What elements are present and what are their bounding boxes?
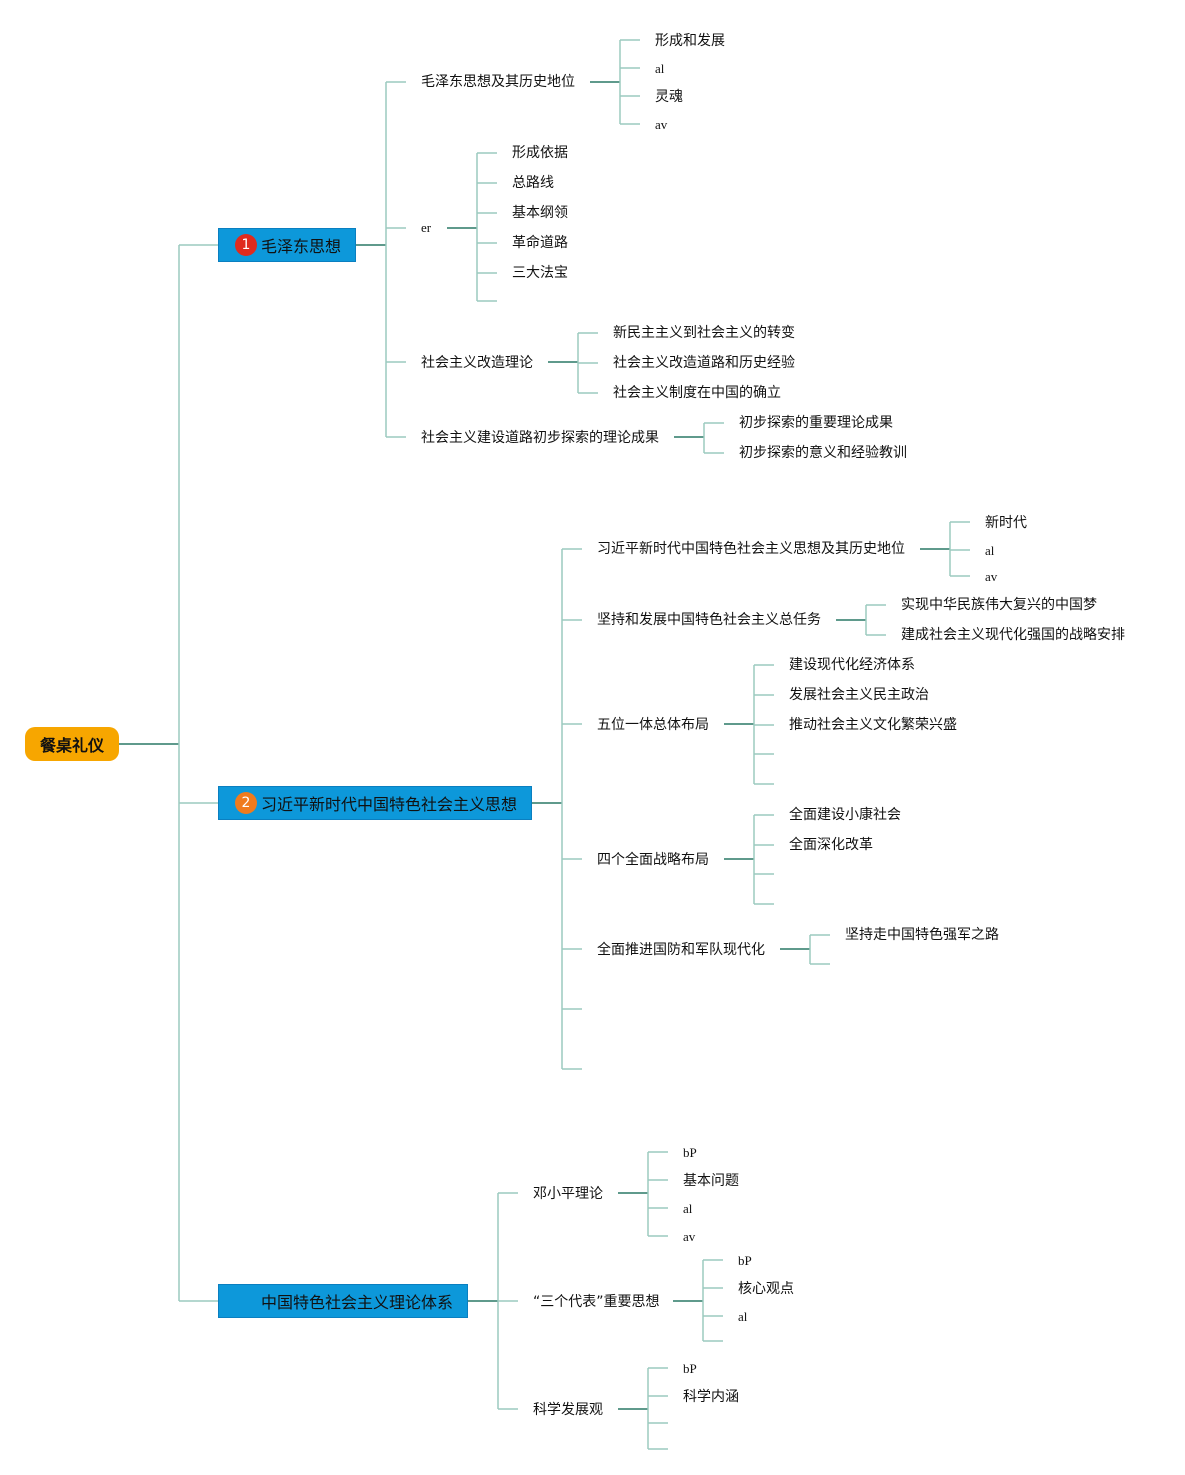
leaf-label[interactable]: 三大法宝 — [512, 265, 568, 281]
leaf-label[interactable]: 新时代 — [985, 515, 1027, 531]
leaf-label[interactable]: 全面建设小康社会 — [789, 807, 901, 823]
branch-node-theory-system[interactable]: 中国特色社会主义理论体系 — [218, 1284, 468, 1318]
branch-label: 毛泽东思想 — [261, 237, 342, 256]
leaf-label[interactable]: 建成社会主义现代化强国的战略安排 — [901, 627, 1125, 643]
branch-label: 习近平新时代中国特色社会主义思想 — [261, 795, 518, 814]
leaf-label[interactable]: av — [683, 1229, 696, 1244]
leaf-label[interactable]: 发展社会主义民主政治 — [789, 687, 929, 703]
topic-label[interactable]: 社会主义改造理论 — [421, 355, 533, 371]
topic-label[interactable]: 社会主义建设道路初步探索的理论成果 — [421, 430, 659, 446]
leaf-label[interactable]: 基本问题 — [683, 1173, 739, 1189]
priority-1-badge: 1 — [235, 234, 257, 256]
leaf-label[interactable]: av — [985, 569, 998, 584]
leaf-label[interactable]: 初步探索的意义和经验教训 — [739, 445, 907, 461]
leaf-label[interactable]: bP — [683, 1145, 697, 1160]
branch-node-xi[interactable]: 2 习近平新时代中国特色社会主义思想 — [218, 786, 532, 820]
leaf-label[interactable]: al — [985, 543, 995, 558]
root-node[interactable]: 餐桌礼仪 — [25, 727, 119, 761]
topic-label[interactable]: 坚持和发展中国特色社会主义总任务 — [597, 612, 821, 628]
topic-label[interactable]: 四个全面战略布局 — [597, 852, 709, 868]
topic-label[interactable]: 习近平新时代中国特色社会主义思想及其历史地位 — [597, 541, 905, 557]
leaf-label[interactable]: 新民主主义到社会主义的转变 — [613, 325, 795, 341]
leaf-label[interactable]: 全面深化改革 — [789, 837, 873, 853]
leaf-label[interactable]: 基本纲领 — [512, 205, 568, 221]
leaf-label[interactable]: 科学内涵 — [683, 1389, 739, 1405]
leaf-label[interactable]: bP — [683, 1361, 697, 1376]
topic-label[interactable]: “三个代表”重要思想 — [533, 1294, 660, 1310]
leaf-label[interactable]: al — [655, 61, 665, 76]
leaf-label[interactable]: 社会主义制度在中国的确立 — [613, 385, 781, 401]
leaf-label[interactable]: 坚持走中国特色强军之路 — [845, 927, 999, 943]
leaf-label[interactable]: 实现中华民族伟大复兴的中国梦 — [901, 597, 1097, 613]
topic-label[interactable]: 全面推进国防和军队现代化 — [597, 942, 765, 958]
topic-label[interactable]: 邓小平理论 — [533, 1186, 603, 1202]
leaf-label[interactable]: 形成和发展 — [655, 33, 725, 49]
leaf-label[interactable]: bP — [738, 1253, 752, 1268]
branch-node-mao[interactable]: 1 毛泽东思想 — [218, 228, 356, 262]
leaf-label[interactable]: 初步探索的重要理论成果 — [739, 415, 893, 431]
topic-label[interactable]: er — [421, 220, 432, 235]
leaf-label[interactable]: 革命道路 — [512, 235, 568, 251]
priority-2-badge: 2 — [235, 792, 257, 814]
leaf-label[interactable]: 灵魂 — [655, 89, 683, 105]
leaf-label[interactable]: av — [655, 117, 668, 132]
leaf-label[interactable]: 总路线 — [512, 175, 554, 191]
leaf-label[interactable]: 形成依据 — [512, 145, 568, 161]
topic-label[interactable]: 毛泽东思想及其历史地位 — [421, 74, 575, 90]
leaf-label[interactable]: 社会主义改造道路和历史经验 — [613, 355, 795, 371]
topic-label[interactable]: 科学发展观 — [533, 1402, 603, 1418]
topic-label[interactable]: 五位一体总体布局 — [597, 717, 709, 733]
leaf-label[interactable]: al — [738, 1309, 748, 1324]
leaf-label[interactable]: al — [683, 1201, 693, 1216]
badge-placeholder — [235, 1290, 257, 1312]
leaf-label[interactable]: 建设现代化经济体系 — [789, 657, 915, 673]
leaf-label[interactable]: 核心观点 — [738, 1281, 794, 1297]
leaf-label[interactable]: 推动社会主义文化繁荣兴盛 — [789, 717, 957, 733]
branch-label: 中国特色社会主义理论体系 — [261, 1293, 454, 1312]
